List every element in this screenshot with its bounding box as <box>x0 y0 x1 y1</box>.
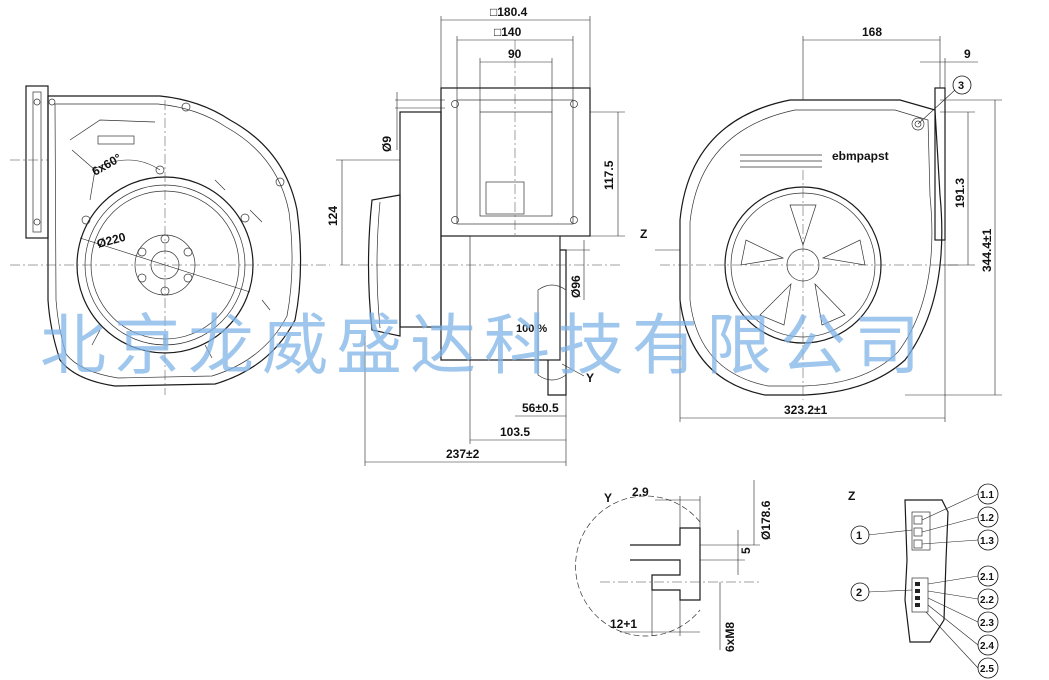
view-z-marker: Z <box>640 227 647 241</box>
detail-y: Y 2.9 Ø178.6 5 12+1 6xM8 <box>575 480 773 652</box>
brand-logo-label: ebmpapst <box>832 149 889 163</box>
callout-1: 1 <box>856 530 862 542</box>
dim-y-12: 12+1 <box>610 617 637 631</box>
dim-square-140: □140 <box>494 25 522 39</box>
dim-width-323: 323.2±1 <box>784 403 828 417</box>
callout-2-5: 2.5 <box>980 664 994 675</box>
callout-1-3: 1.3 <box>980 536 994 547</box>
dim-y-5: 5 <box>739 547 753 554</box>
callout-2-2: 2.2 <box>980 595 994 606</box>
callout-2-3: 2.3 <box>980 618 994 629</box>
label-100-percent: 100 % <box>516 323 547 335</box>
dim-y-2-9: 2.9 <box>632 485 649 499</box>
dim-top-9: 9 <box>964 47 971 61</box>
inlet-view: 6x60° Ø220 <box>10 85 330 395</box>
dim-depth-103: 103.5 <box>500 425 530 439</box>
dim-square-180: □180.4 <box>490 5 528 19</box>
detail-z: Z 1 2 1.1 1.2 1.3 2.1 2.2 <box>848 483 999 679</box>
detail-y-title: Y <box>604 491 612 505</box>
dim-angle-6x60: 6x60° <box>90 151 124 179</box>
dim-width-90: 90 <box>508 47 522 61</box>
side-view: □180.4 □140 90 Ø9 117.5 124 Ø96 100 % Y <box>326 5 625 466</box>
dim-depth-237: 237±2 <box>446 447 480 461</box>
callout-1-2: 1.2 <box>980 513 994 524</box>
dim-depth-56: 56±0.5 <box>522 401 559 415</box>
dim-height-191: 191.3 <box>953 178 967 208</box>
dim-y-thread: 6xM8 <box>723 622 737 652</box>
dim-hole-9: Ø9 <box>380 136 394 152</box>
dim-height-117: 117.5 <box>602 160 616 190</box>
dim-height-344: 344.4±1 <box>980 228 994 272</box>
dim-y-dia-178: Ø178.6 <box>759 500 773 540</box>
detail-z-title: Z <box>848 489 855 503</box>
callout-2-4: 2.4 <box>980 641 994 652</box>
dim-dia-96: Ø96 <box>569 275 583 298</box>
view-y-marker: Y <box>586 371 594 385</box>
callout-2: 2 <box>856 587 862 599</box>
callout-2-1: 2.1 <box>980 572 994 583</box>
callout-3: 3 <box>958 80 964 92</box>
motor-view: ebmpapst Z 168 9 3 <box>640 25 1002 422</box>
callout-1-1: 1.1 <box>980 490 994 501</box>
dim-height-124: 124 <box>326 206 340 226</box>
dim-top-168: 168 <box>862 25 882 39</box>
